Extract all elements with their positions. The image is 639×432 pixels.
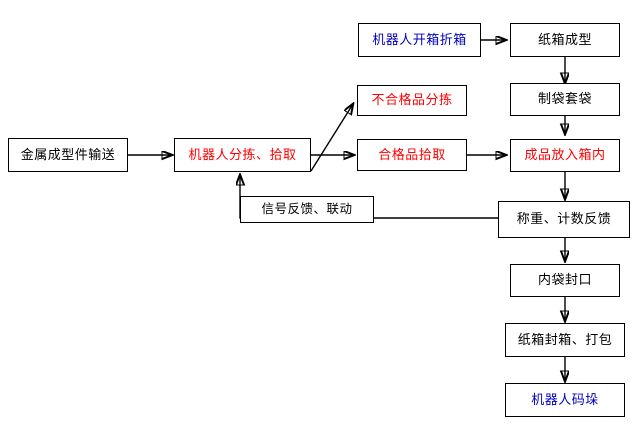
node-reject-sort[interactable]: 不合格品分拣 xyxy=(357,85,467,116)
node-reject-sort-label: 不合格品分拣 xyxy=(371,93,453,108)
node-product-in-box[interactable]: 成品放入箱内 xyxy=(510,139,620,172)
node-robot-unpack-label: 机器人开箱折箱 xyxy=(372,32,467,48)
node-robot-sort-pick[interactable]: 机器人分拣、拾取 xyxy=(174,138,311,172)
node-metal-feed-label: 金属成型件输送 xyxy=(20,147,116,163)
node-weigh-count[interactable]: 称重、计数反馈 xyxy=(498,201,630,238)
node-bag-make-label: 制袋套袋 xyxy=(537,92,592,107)
node-weigh-count-label: 称重、计数反馈 xyxy=(516,212,612,227)
node-carton-form-label: 纸箱成型 xyxy=(537,32,592,48)
node-good-pick[interactable]: 合格品拾取 xyxy=(357,139,467,171)
node-carton-seal-label: 纸箱封箱、打包 xyxy=(517,332,613,348)
node-robot-palletize[interactable]: 机器人码垛 xyxy=(505,383,625,417)
node-inner-bag-seal[interactable]: 内袋封口 xyxy=(510,264,620,297)
node-carton-form[interactable]: 纸箱成型 xyxy=(510,23,620,57)
node-metal-feed[interactable]: 金属成型件输送 xyxy=(8,138,128,172)
node-robot-palletize-label: 机器人码垛 xyxy=(531,392,599,408)
node-signal-feedback-label: 信号反馈、联动 xyxy=(261,201,353,217)
node-product-in-box-label: 成品放入箱内 xyxy=(524,148,606,163)
node-good-pick-label: 合格品拾取 xyxy=(378,147,446,163)
node-carton-seal[interactable]: 纸箱封箱、打包 xyxy=(505,323,625,357)
node-robot-sort-pick-label: 机器人分拣、拾取 xyxy=(188,147,297,163)
node-bag-make[interactable]: 制袋套袋 xyxy=(510,83,620,116)
node-inner-bag-seal-label: 内袋封口 xyxy=(537,273,592,288)
node-signal-feedback[interactable]: 信号反馈、联动 xyxy=(240,196,374,223)
node-robot-unpack[interactable]: 机器人开箱折箱 xyxy=(358,23,481,57)
edge-robotsort-to-rejectsort xyxy=(310,104,353,172)
